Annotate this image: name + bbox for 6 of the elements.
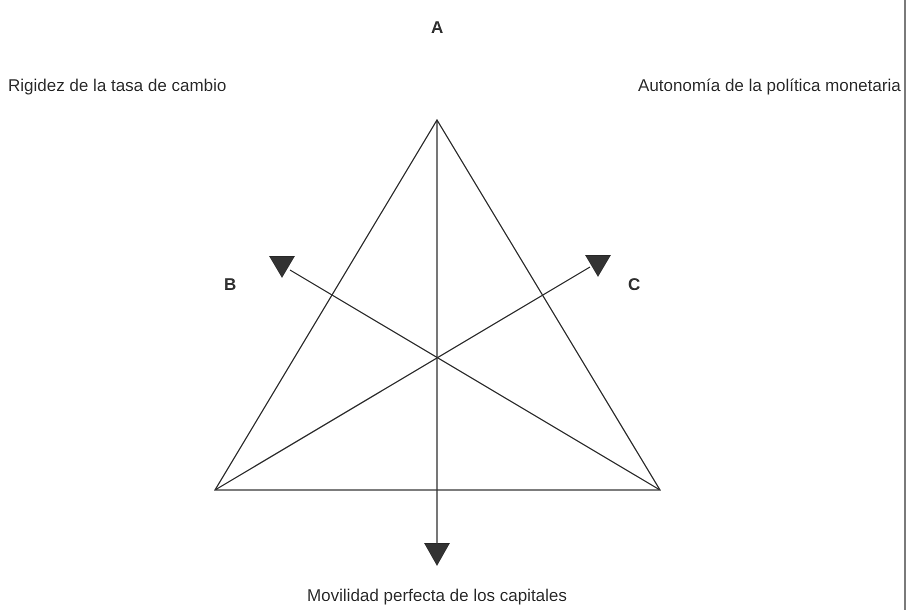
side-letter: B (224, 275, 236, 295)
corner-label: Autonomía de la política monetaria (638, 76, 901, 96)
corner-label: Rigidez de la tasa de cambio (8, 76, 226, 96)
side-letter: C (628, 275, 640, 295)
bottom-label: Movilidad perfecta de los capitales (307, 586, 567, 606)
vertex-letter: A (431, 18, 444, 38)
